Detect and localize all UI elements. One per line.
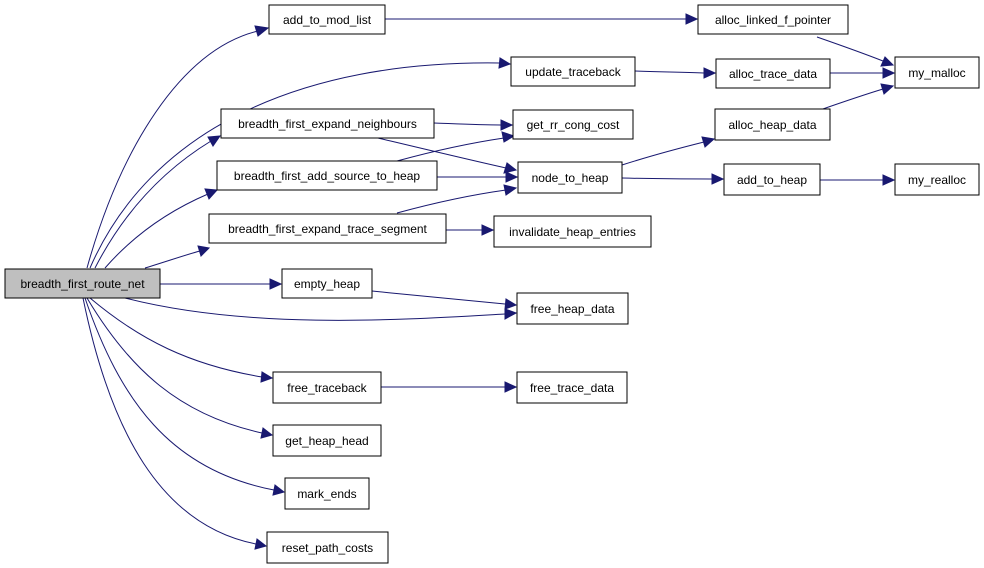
node-label: reset_path_costs bbox=[282, 541, 373, 555]
node-label: free_traceback bbox=[287, 381, 367, 395]
node-free-heap-data[interactable]: free_heap_data bbox=[516, 292, 629, 325]
node-label: alloc_trace_data bbox=[729, 67, 817, 81]
node-free-trace-data[interactable]: free_trace_data bbox=[516, 371, 628, 404]
edge-empty-heap-to-free-heap-data bbox=[371, 290, 518, 310]
edge-route-net-to-free-traceback bbox=[89, 297, 274, 383]
node-node-to-heap[interactable]: node_to_heap bbox=[517, 161, 623, 194]
node-label: my_malloc bbox=[908, 66, 965, 80]
edge-add-source-to-heap-to-get-rr-cong-cost bbox=[396, 131, 516, 162]
node-label: mark_ends bbox=[297, 487, 356, 501]
node-empty-heap[interactable]: empty_heap bbox=[281, 268, 373, 299]
edge-route-net-to-expand-trace-segment bbox=[144, 245, 211, 269]
node-label: update_traceback bbox=[525, 65, 621, 79]
node-label: invalidate_heap_entries bbox=[509, 225, 636, 239]
node-alloc-linked-f-pointer[interactable]: alloc_linked_f_pointer bbox=[697, 4, 849, 35]
node-label: alloc_linked_f_pointer bbox=[715, 13, 831, 27]
edge-update-traceback-to-alloc-trace-data bbox=[634, 67, 717, 79]
node-add-to-mod-list[interactable]: add_to_mod_list bbox=[268, 4, 386, 35]
edge-route-net-to-add-source-to-heap bbox=[104, 188, 219, 269]
edge-expand-trace-segment-to-invalidate-heap-entries bbox=[446, 224, 495, 236]
node-update-traceback[interactable]: update_traceback bbox=[510, 56, 636, 87]
edge-route-net-to-get-heap-head bbox=[86, 297, 274, 439]
node-label: my_realloc bbox=[908, 173, 966, 187]
node-get-rr-cong-cost[interactable]: get_rr_cong_cost bbox=[512, 109, 634, 140]
edge-expand-trace-segment-to-node-to-heap bbox=[396, 184, 518, 214]
node-free-traceback[interactable]: free_traceback bbox=[272, 371, 382, 404]
edge-route-net-to-free-heap-data bbox=[124, 297, 518, 321]
node-breadth-first-add-source-to-heap[interactable]: breadth_first_add_source_to_heap bbox=[216, 160, 438, 191]
edge-add-to-heap-to-my-realloc bbox=[820, 174, 896, 186]
node-my-malloc[interactable]: my_malloc bbox=[894, 56, 980, 89]
node-alloc-trace-data[interactable]: alloc_trace_data bbox=[715, 58, 831, 89]
node-my-realloc[interactable]: my_realloc bbox=[894, 163, 980, 196]
node-mark-ends[interactable]: mark_ends bbox=[284, 477, 370, 510]
edge-route-net-to-expand-neighbours bbox=[94, 135, 222, 269]
edge-add-source-to-heap-to-node-to-heap bbox=[436, 171, 519, 183]
node-label: empty_heap bbox=[294, 277, 360, 291]
edge-expand-neighbours-to-get-rr-cong-cost bbox=[433, 119, 514, 131]
node-reset-path-costs[interactable]: reset_path_costs bbox=[266, 531, 389, 564]
edge-free-traceback-to-free-trace-data bbox=[381, 381, 518, 393]
node-breadth-first-expand-neighbours[interactable]: breadth_first_expand_neighbours bbox=[220, 108, 435, 139]
node-label: add_to_heap bbox=[737, 173, 807, 187]
node-label: get_heap_head bbox=[285, 434, 368, 448]
node-invalidate-heap-entries[interactable]: invalidate_heap_entries bbox=[493, 215, 652, 248]
edge-route-net-to-add-to-mod-list bbox=[86, 25, 270, 269]
edge-alloc-trace-data-to-my-malloc bbox=[830, 67, 896, 79]
node-label: add_to_mod_list bbox=[283, 13, 372, 27]
edge-alloc-linked-f-pointer-to-my-malloc bbox=[816, 36, 895, 67]
node-breadth-first-route-net[interactable]: breadth_first_route_net bbox=[4, 268, 161, 299]
node-label: node_to_heap bbox=[532, 171, 609, 185]
node-label: get_rr_cong_cost bbox=[527, 118, 620, 132]
edge-node-to-heap-to-add-to-heap bbox=[621, 173, 725, 185]
edge-add-to-mod-list-to-alloc-linked-f-pointer bbox=[385, 13, 699, 25]
edge-route-net-to-empty-heap bbox=[160, 278, 283, 290]
node-add-to-heap[interactable]: add_to_heap bbox=[723, 163, 821, 196]
edge-route-net-to-mark-ends bbox=[84, 297, 286, 496]
edge-node-to-heap-to-alloc-heap-data bbox=[621, 136, 716, 166]
node-label: free_trace_data bbox=[530, 381, 614, 395]
node-label: breadth_first_expand_trace_segment bbox=[228, 222, 427, 236]
node-label: alloc_heap_data bbox=[728, 118, 816, 132]
node-label: free_heap_data bbox=[530, 302, 614, 316]
edge-expand-neighbours-to-node-to-heap bbox=[377, 137, 518, 174]
edge-route-net-to-reset-path-costs bbox=[82, 297, 268, 550]
node-label: breadth_first_expand_neighbours bbox=[238, 117, 417, 131]
node-label: breadth_first_route_net bbox=[20, 277, 145, 291]
node-alloc-heap-data[interactable]: alloc_heap_data bbox=[714, 108, 831, 141]
node-get-heap-head[interactable]: get_heap_head bbox=[272, 424, 382, 457]
node-label: breadth_first_add_source_to_heap bbox=[234, 169, 420, 183]
node-breadth-first-expand-trace-segment[interactable]: breadth_first_expand_trace_segment bbox=[208, 213, 447, 244]
